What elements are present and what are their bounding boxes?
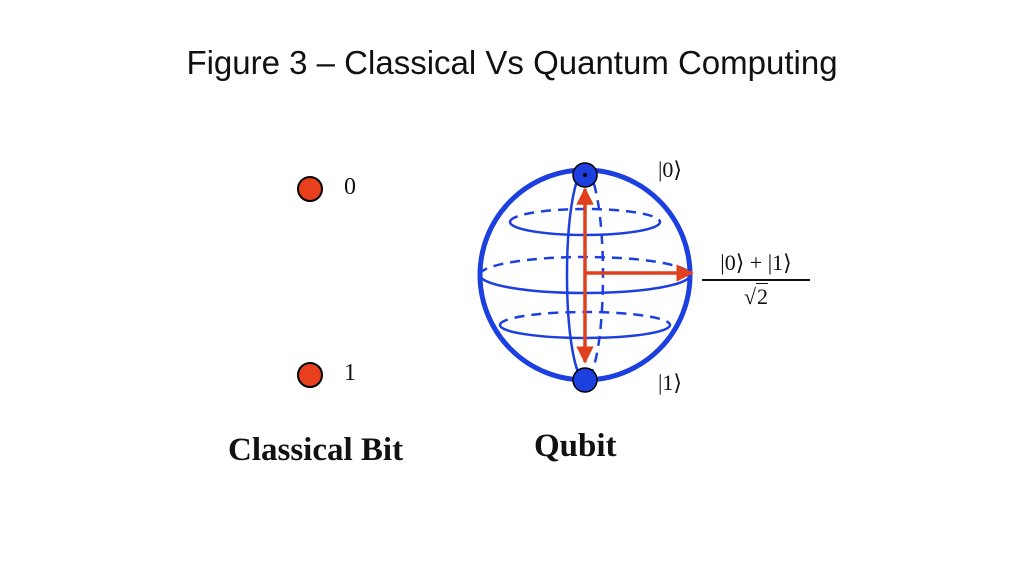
superposition-formula: |0⟩ + |1⟩ √2 — [700, 250, 812, 310]
formula-fraction-bar — [702, 279, 810, 281]
meridian-back — [584, 168, 605, 382]
classical-bit-state-1-dot — [297, 362, 323, 388]
sqrt-symbol: √ — [743, 283, 757, 309]
sqrt-radicand: 2 — [756, 282, 769, 309]
pole-bottom-dot — [572, 367, 598, 393]
qubit-caption: Qubit — [534, 428, 617, 464]
slide-title: Figure 3 – Classical Vs Quantum Computin… — [186, 44, 838, 81]
classical-bit-state-0-label: 0 — [344, 174, 356, 200]
meridian-front — [565, 168, 586, 382]
pole-top-center-dot — [583, 173, 587, 177]
ket-one-label: |1⟩ — [658, 370, 682, 395]
formula-numerator: |0⟩ + |1⟩ — [720, 250, 792, 275]
classical-bit-state-1-label: 1 — [344, 360, 356, 386]
formula-denominator: √2 — [743, 282, 769, 310]
classical-bit-caption: Classical Bit — [228, 432, 404, 468]
classical-bit-state-0-dot — [297, 176, 323, 202]
ket-zero-label: |0⟩ — [658, 157, 682, 182]
